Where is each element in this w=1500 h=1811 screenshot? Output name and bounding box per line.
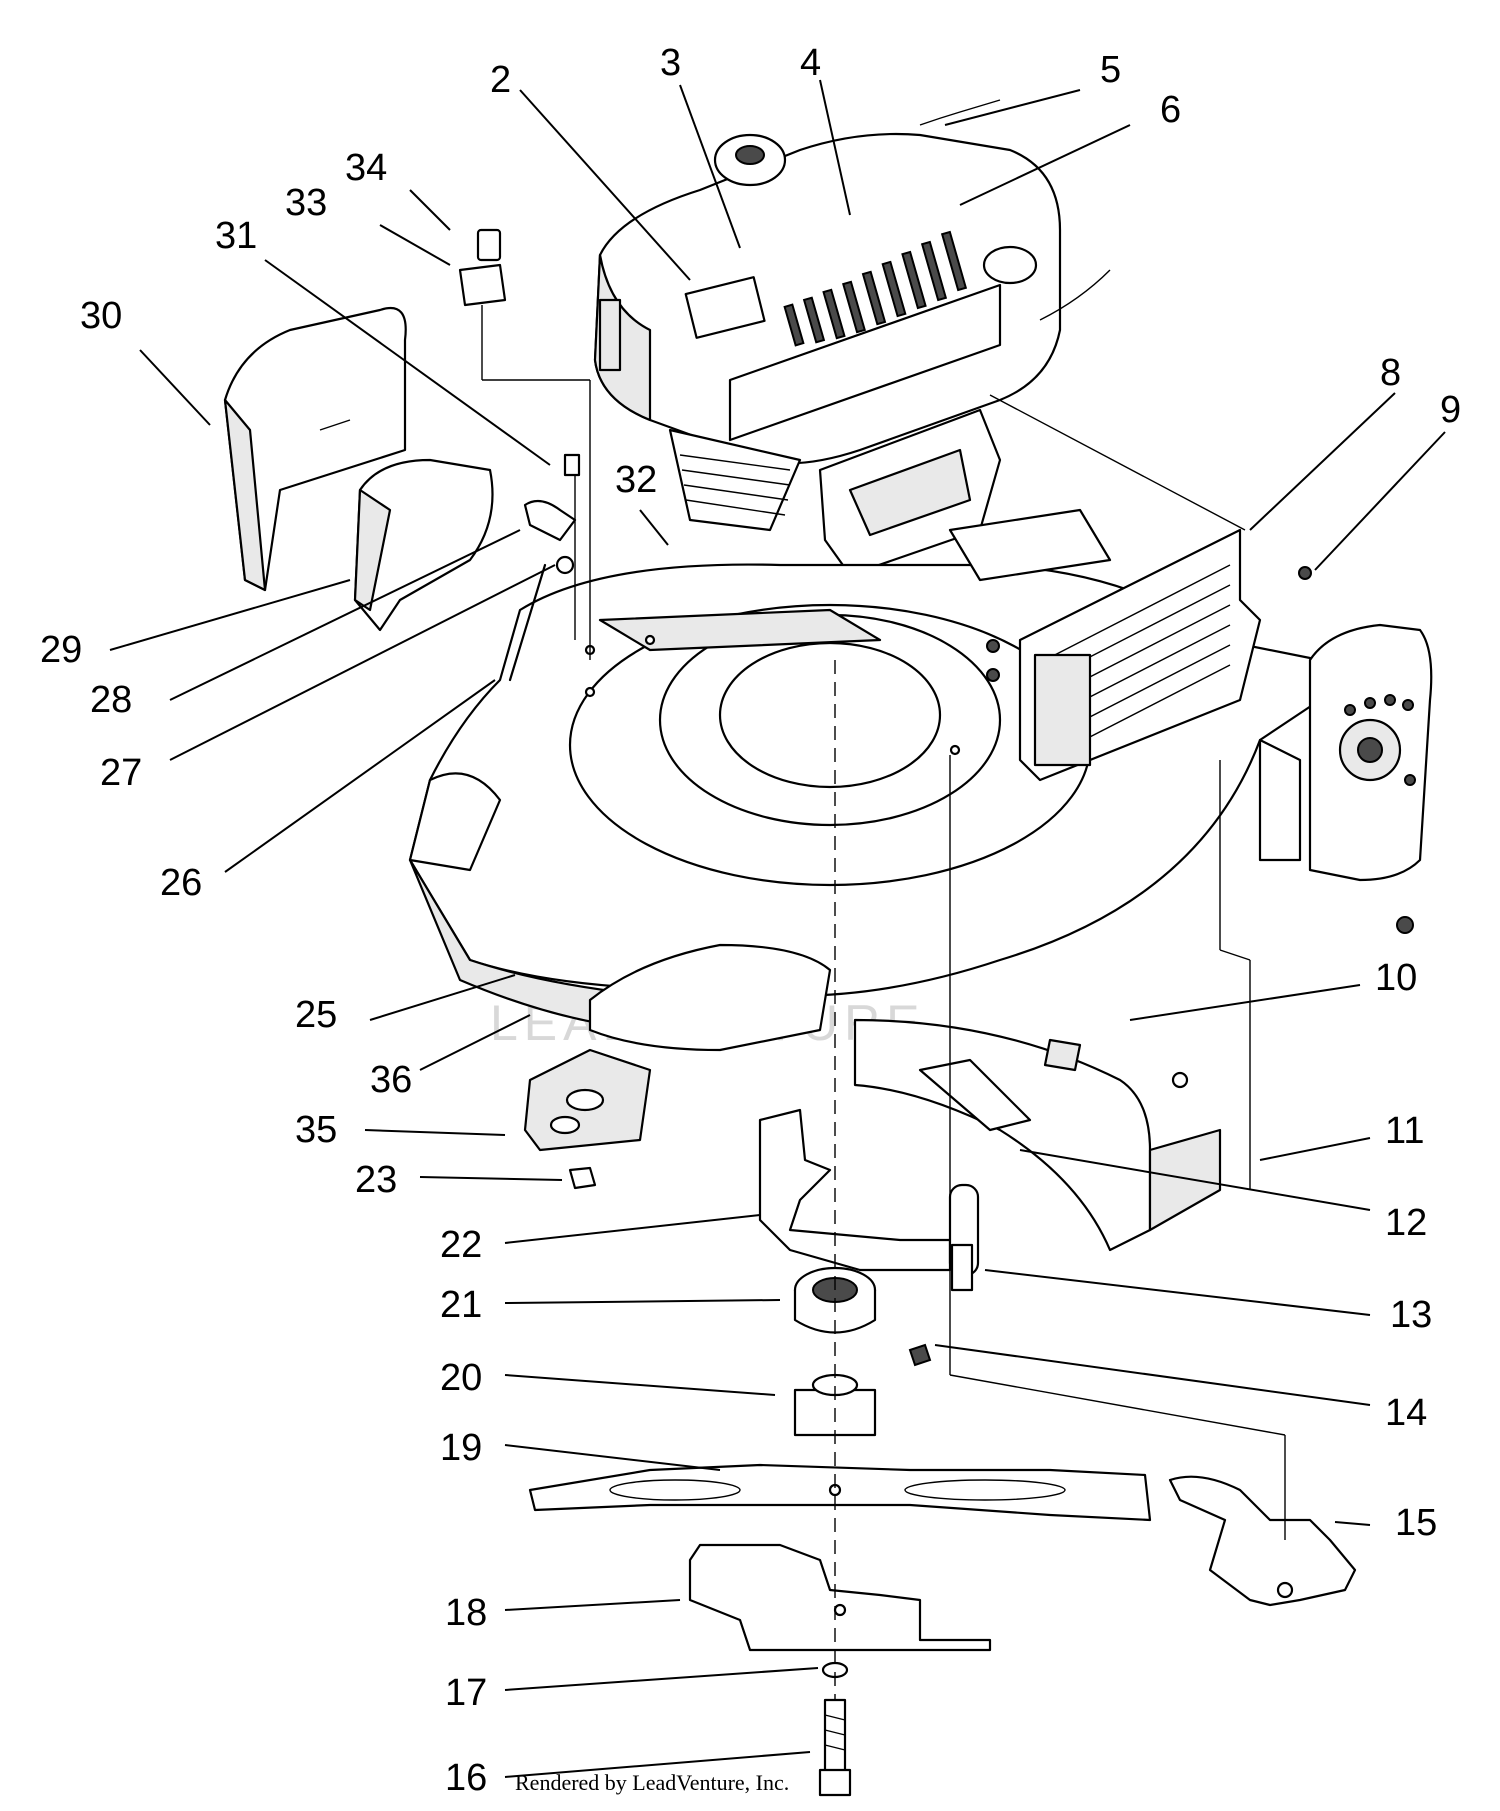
blade-adapter (758, 1108, 980, 1292)
callout-12: 12 (1385, 1202, 1427, 1244)
callout-35: 35 (295, 1109, 337, 1151)
callout-15: 15 (1395, 1502, 1437, 1544)
cylinder-fins (679, 454, 791, 516)
callout-2: 2 (490, 59, 511, 101)
callout-10: 10 (1375, 957, 1417, 999)
rear-guard (986, 528, 1312, 782)
callout-32: 32 (615, 459, 657, 501)
callout-4: 4 (800, 42, 821, 84)
callout-28: 28 (90, 679, 132, 721)
rear-door-and-bag (223, 307, 494, 632)
callout-34: 34 (345, 147, 387, 189)
callout-11: 11 (1385, 1110, 1424, 1152)
leader-lines (109, 79, 1446, 1778)
callout-27: 27 (100, 752, 142, 794)
fuel-cap-icon (982, 245, 1038, 285)
render-credit: Rendered by LeadVenture, Inc. (515, 1770, 789, 1795)
callout-31: 31 (215, 215, 257, 257)
callout-18: 18 (445, 1592, 487, 1634)
deck-baffle (853, 1018, 1222, 1252)
mower-deck (408, 508, 1322, 1190)
callout-20: 20 (440, 1357, 482, 1399)
callout-9: 9 (1440, 389, 1461, 431)
callout-5: 5 (1100, 49, 1121, 91)
callout-13: 13 (1390, 1294, 1432, 1336)
blade-bolt (818, 1661, 852, 1797)
callout-23: 23 (355, 1159, 397, 1201)
callout-14: 14 (1385, 1392, 1427, 1434)
callout-17: 17 (445, 1672, 487, 1714)
callout-26: 26 (160, 862, 202, 904)
callout-16: 16 (445, 1757, 487, 1799)
callout-29: 29 (40, 629, 82, 671)
height-adjust-bracket (1308, 623, 1433, 934)
callout-25: 25 (295, 994, 337, 1036)
mulching-blade (688, 1543, 992, 1652)
small-hardware (458, 228, 1246, 682)
callout-36: 36 (370, 1059, 412, 1101)
callout-3: 3 (660, 42, 681, 84)
callout-19: 19 (440, 1427, 482, 1469)
callout-6: 6 (1160, 89, 1181, 131)
callouts: 2 3 4 5 6 8 9 10 11 12 13 14 15 16 17 18… (40, 42, 1461, 1799)
callout-30: 30 (80, 295, 122, 337)
callout-22: 22 (440, 1224, 482, 1266)
callout-8: 8 (1380, 352, 1401, 394)
mulch-plug (1168, 1475, 1357, 1607)
callout-33: 33 (285, 182, 327, 224)
engine-assembly (593, 132, 1062, 577)
throttle-cable (919, 99, 1001, 126)
engine-cooling-vents (783, 230, 968, 347)
callout-21: 21 (440, 1284, 482, 1326)
